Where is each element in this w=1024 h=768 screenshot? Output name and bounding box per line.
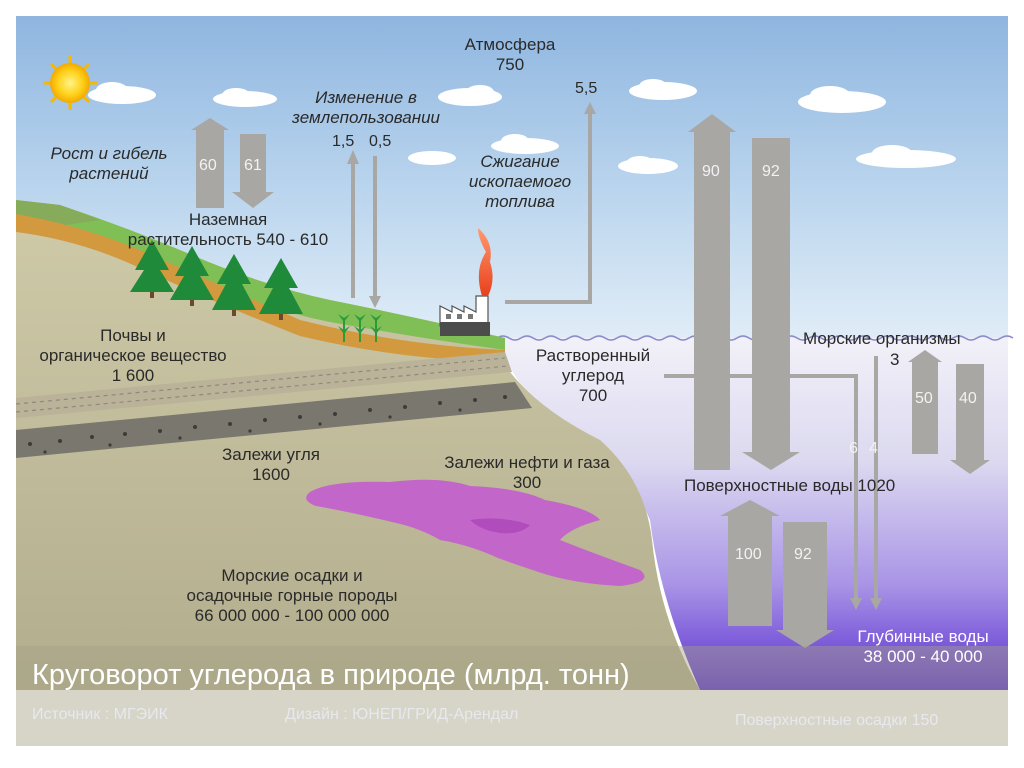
diagram-title: Круговорот углерода в природе (млрд. тон… [32,659,630,691]
sun-icon [43,56,97,110]
arrow-label-bio-to-deep: 4 [869,440,878,457]
coal-title: Залежи угля [222,445,320,464]
land-vegetation-line-1: Наземная [188,210,268,229]
soils-value: 1 600 [111,366,155,386]
land-use-line-1: Изменение в [315,88,417,107]
soils-label: Почвы и органическое вещество 1 600 [39,326,226,386]
land-vegetation-label: Наземная растительность 540 - 610 [128,210,329,250]
coal-seam [16,382,532,458]
plant-growth-line-1: Рост и гибель [50,144,168,163]
arrow-label-plants-down: 61 [244,157,262,174]
soil-band [16,214,505,362]
arrow-label-deep-down: 92 [794,546,812,563]
oil-gas-label: Залежи нефти и газа 300 [444,453,610,493]
atmosphere-title: Атмосфера [464,35,556,54]
soils-line-2: органическое вещество [39,346,227,366]
land-use-label: Изменение в землепользовании [292,88,440,128]
dissolved-carbon-label: Растворенный углерод 700 [536,346,650,406]
deep-waters-value: 38 000 - 40 000 [863,647,983,667]
ocean-exchange-arrows [688,114,800,470]
fuel-flux-value: 5,5 [575,80,598,97]
dissolved-carbon-line-2: углерод [561,366,625,386]
marine-organism-arrows [908,350,990,474]
design-credit: Дизайн : ЮНЕП/ГРИД-Арендал [285,706,519,723]
land-vegetation-line-2: растительность 540 - 610 [127,230,329,250]
deep-waters-title: Глубинные воды [857,627,989,646]
deep-waters-label: Глубинные воды 38 000 - 40 000 [857,627,988,667]
oil-gas-deposit-2 [470,518,530,534]
coal-label: Залежи угля 1600 [222,445,320,485]
smoke-flame-icon [478,228,493,296]
arrow-label-plants-up: 60 [199,157,217,174]
plant-growth-label: Рост и гибель растений [51,144,168,184]
arrow-label-ocean-up: 90 [702,163,720,180]
plant-growth-arrows [191,118,274,208]
dissolved-down-arrowhead [850,598,862,610]
land-use-arrows [347,150,381,308]
fossil-fuel-line-2: ископаемого [468,172,572,192]
arrow-label-deep-up: 100 [735,546,762,563]
arrow-label-bio-down: 40 [959,390,977,407]
footer-band [16,646,1008,746]
seedling-icons [338,314,382,342]
factory-icon [439,295,490,336]
grass-layer [16,200,505,350]
sediments-line-1: Морские осадки и [221,566,363,585]
plant-growth-line-2: растений [69,164,149,184]
marine-organisms-title: Морские организмы [803,329,961,348]
deep-water-arrows [720,500,834,648]
land-use-line-2: землепользовании [291,108,441,128]
coal-upper-layer [16,352,512,418]
marine-organisms-value: 3 [890,350,900,369]
surface-sediments-label: Поверхностные осадки 150 [735,712,939,729]
coal-dots [28,395,507,454]
fossil-fuel-label: Сжигание ископаемого топлива [469,152,571,212]
oil-gas-value: 300 [512,473,542,493]
dissolved-carbon-line-1: Растворенный [535,346,651,365]
source-credit: Источник : МГЭИК [32,706,168,723]
coal-value: 1600 [252,465,290,485]
sediment-dash-lines [15,357,509,413]
atmosphere-value: 750 [495,55,525,75]
arrow-label-dissolved-to-deep: 6 [849,440,858,457]
land-use-value-up: 1,5 [332,133,355,150]
oil-gas-deposit [306,479,645,586]
atmosphere-label: Атмосфера 750 [465,35,556,75]
organisms-down-arrowhead [870,598,882,610]
land-use-value-down: 0,5 [369,133,392,150]
fossil-fuel-line-3: топлива [485,192,555,212]
sediments-value: 66 000 000 - 100 000 000 [194,606,390,626]
arrow-label-bio-up: 50 [915,390,933,407]
tree-icons [130,240,303,314]
clouds [88,79,956,174]
fuel-connector-line [505,112,592,304]
sediments-line-2: осадочные горные породы [186,586,398,606]
surface-waters-label: Поверхностные воды 1020 [684,476,896,495]
fossil-fuel-line-1: Сжигание [480,152,560,171]
soils-line-1: Почвы и [100,326,166,345]
oil-gas-title: Залежи нефти и газа [444,453,610,472]
deep-transfer-lines [664,356,878,598]
arrow-label-ocean-down: 92 [762,163,780,180]
fuel-arrowhead [584,102,596,114]
sediments-label: Морские осадки и осадочные горные породы… [187,566,398,626]
dissolved-carbon-value: 700 [578,386,608,406]
